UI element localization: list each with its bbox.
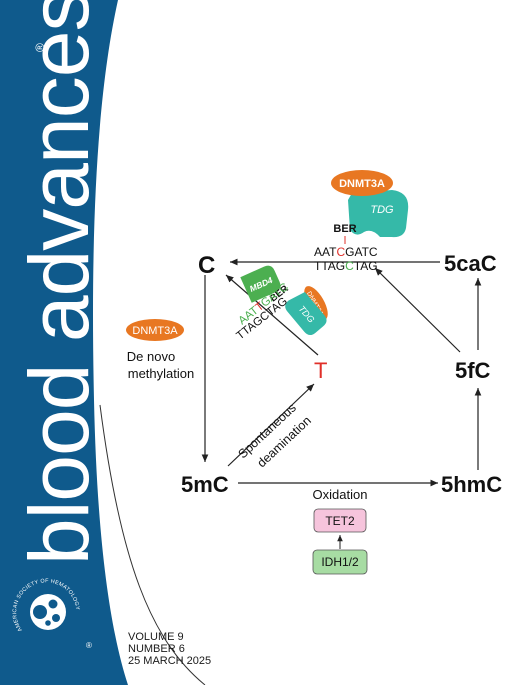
oxidation-label: Oxidation [313, 487, 368, 502]
issue-date: 25 MARCH 2025 [128, 655, 212, 667]
dnmt3a-top-label: DNMT3A [339, 178, 385, 190]
mbd4-shape [240, 265, 281, 303]
cover-curve-line [99, 404, 206, 685]
dnmt3a-left-pill: DNMT3A [126, 319, 184, 341]
node-5hmc: 5hmC [441, 472, 502, 497]
issue-volume: VOLUME 9 [128, 631, 184, 643]
de-novo-label: De novo [127, 349, 175, 364]
registered-mark: ® [33, 43, 47, 52]
node-5fc: 5fC [455, 358, 491, 383]
registered-mark-logo: ® [86, 641, 92, 650]
node-c: C [198, 252, 215, 279]
idh-box: IDH1/2 [312, 549, 368, 575]
dna-top-strand2: TTAGCTAG [314, 259, 378, 273]
tet2-label: TET2 [325, 514, 355, 528]
node-5cac: 5caC [444, 251, 497, 276]
journal-title: blood advances [12, 0, 106, 565]
node-5mc: 5mC [181, 472, 229, 497]
cover-blue-band [0, 0, 128, 685]
node-t: T [314, 358, 327, 383]
tdg-small-shape [285, 292, 327, 336]
ber-top-label: BER [333, 223, 356, 235]
tet2-box: TET2 [313, 508, 367, 533]
arrow-5fc-to-c [374, 267, 461, 353]
dnmt3a-left-label: DNMT3A [132, 325, 178, 337]
top-ber-complex: TDG DNMT3A BER AATCGATC TTAGCTAG [314, 170, 409, 273]
left-ber-complex: MBD4 DNMT3A TDG BER AATTGATC TTAGCTAG [234, 265, 328, 342]
dna-top-strand1: AATCGATC [314, 245, 378, 259]
arrow-5mc-to-t [227, 383, 315, 467]
idh-label: IDH1/2 [321, 555, 359, 569]
tdg-top-shape [348, 190, 409, 238]
issue-number: NUMBER 6 [128, 643, 185, 655]
arrow-t-to-c [225, 274, 319, 356]
tdg-top-label: TDG [370, 204, 394, 216]
methylation-label: methylation [128, 366, 194, 381]
